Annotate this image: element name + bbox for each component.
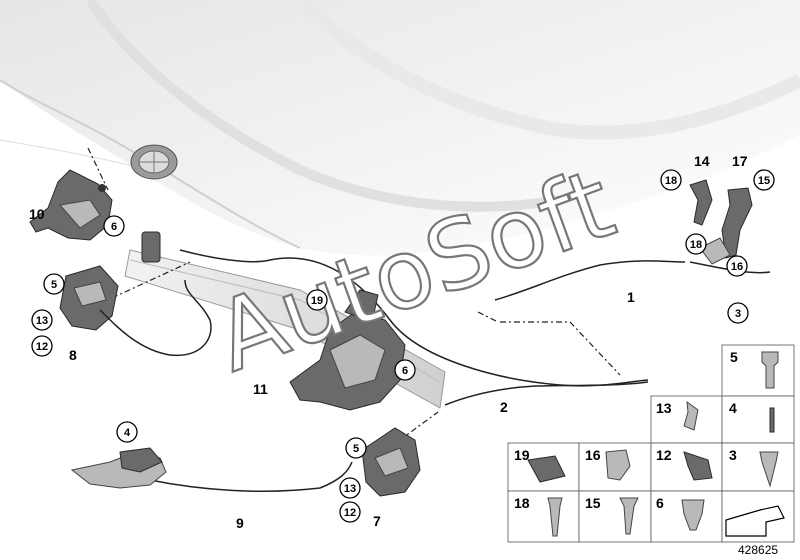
- part-labels: 14 17 1 10 8 11 2 7 9: [29, 153, 748, 531]
- callout-circle: [753, 169, 775, 191]
- callout-circle: [31, 335, 53, 357]
- hood-shape: [0, 0, 800, 256]
- callout-number: 12: [36, 341, 48, 353]
- callout-5: 5: [345, 437, 367, 459]
- grid-label-19: 19: [514, 447, 530, 463]
- release-handle: [70, 447, 167, 489]
- grid-label-12: 12: [656, 447, 672, 463]
- callout-circle: [685, 233, 707, 255]
- brand-emblem: [130, 144, 178, 180]
- callout-circle: [103, 215, 125, 237]
- grid-label-3: 3: [729, 447, 737, 463]
- callout-circle: [339, 501, 361, 523]
- label-10: 10: [29, 206, 45, 222]
- callout-circle: [660, 169, 682, 191]
- grid-label-5: 5: [730, 349, 738, 365]
- callout-6: 6: [394, 359, 416, 381]
- hood-latch-right: [361, 427, 421, 497]
- callout-6: 6: [103, 215, 125, 237]
- callout-3: 3: [727, 302, 749, 324]
- callout-5: 5: [43, 273, 65, 295]
- callout-circle: [339, 477, 361, 499]
- fastener-icons: [527, 351, 785, 537]
- grid-label-18: 18: [514, 495, 530, 511]
- callout-number: 15: [758, 175, 770, 187]
- callout-number: 13: [36, 315, 48, 327]
- callout-4: 4: [116, 421, 138, 443]
- callout-15: 15: [753, 169, 775, 191]
- grid-label-4: 4: [729, 400, 737, 416]
- callout-12: 12: [339, 501, 361, 523]
- diagram-number: 428625: [738, 543, 778, 557]
- callout-number: 16: [731, 261, 743, 273]
- label-2: 2: [500, 399, 508, 415]
- callout-number: 19: [311, 295, 323, 307]
- callout-circle: [727, 302, 749, 324]
- callout-16: 16: [726, 255, 748, 277]
- callout-number: 5: [51, 279, 57, 291]
- callout-number: 6: [111, 221, 117, 233]
- callout-circle: [306, 289, 328, 311]
- callout-13: 13: [31, 309, 53, 331]
- callout-circle: [394, 359, 416, 381]
- callout-18: 18: [685, 233, 707, 255]
- release-lever: [689, 179, 753, 265]
- grid-label-13: 13: [656, 400, 672, 416]
- callout-circle: [43, 273, 65, 295]
- label-11: 11: [253, 381, 268, 397]
- label-1: 1: [627, 289, 635, 305]
- grid-label-16: 16: [585, 447, 601, 463]
- grid-labels: 5 13 4 19 16 12 3 18 15 6: [514, 349, 738, 511]
- hood-latch-left: [59, 231, 212, 356]
- callout-circle: [726, 255, 748, 277]
- callout-18: 18: [660, 169, 682, 191]
- label-7: 7: [373, 513, 381, 529]
- callout-circle: [345, 437, 367, 459]
- label-9: 9: [236, 515, 244, 531]
- callout-number: 12: [344, 507, 356, 519]
- callout-number: 5: [353, 443, 359, 455]
- callout-12: 12: [31, 335, 53, 357]
- parts-grid: [507, 344, 795, 543]
- routing-lines: [87, 147, 621, 441]
- callout-number: 4: [124, 427, 131, 439]
- label-14: 14: [694, 153, 710, 169]
- label-17: 17: [732, 153, 748, 169]
- callout-19: 19: [306, 289, 328, 311]
- center-latch-assembly: [289, 289, 406, 411]
- callout-number: 6: [402, 365, 408, 377]
- label-8: 8: [69, 347, 77, 363]
- callout-13: 13: [339, 477, 361, 499]
- callout-circle: [116, 421, 138, 443]
- callout-number: 18: [665, 175, 677, 187]
- callout-number: 13: [344, 483, 356, 495]
- callout-number: 18: [690, 239, 702, 251]
- grid-label-6: 6: [656, 495, 664, 511]
- callout-circle: [31, 309, 53, 331]
- grid-label-15: 15: [585, 495, 601, 511]
- hood-latch-upper-left: [29, 169, 113, 241]
- callout-number: 3: [735, 308, 741, 320]
